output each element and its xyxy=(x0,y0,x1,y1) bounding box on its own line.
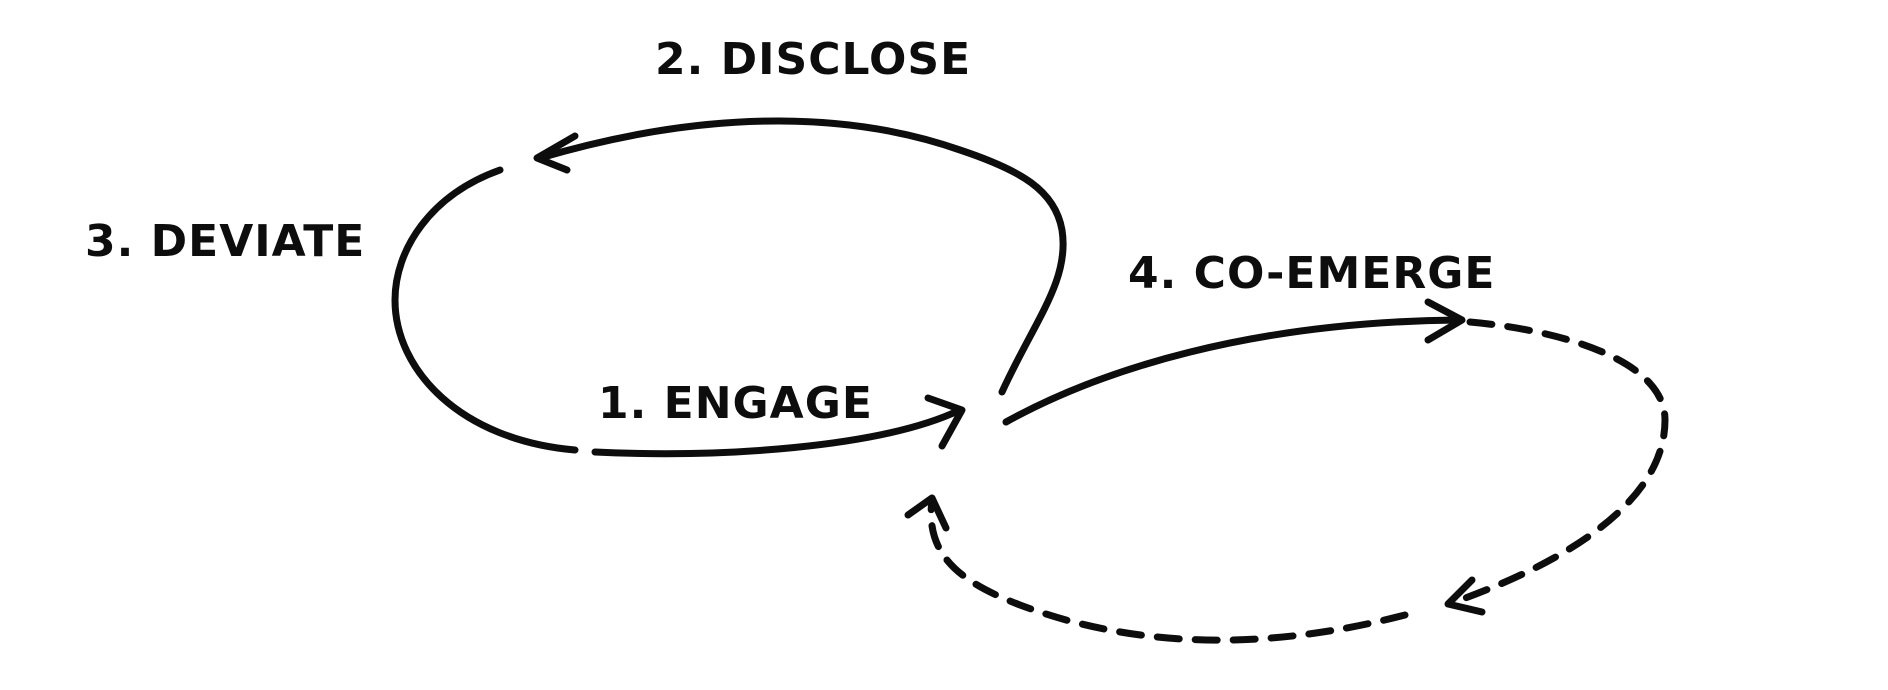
deviate-arc xyxy=(391,166,579,454)
co-emerge-arrow-line xyxy=(1002,316,1462,426)
engage-arrow-line xyxy=(591,406,964,458)
label-deviate: 3. DEVIATE xyxy=(85,216,365,267)
label-disclose: 2. DISCLOSE xyxy=(655,34,971,85)
dashed-loop-right xyxy=(1456,318,1669,604)
label-co-emerge: 4. CO-EMERGE xyxy=(1128,248,1495,299)
disclose-arc xyxy=(536,117,1067,396)
disclose-arrowhead xyxy=(533,132,579,174)
co-emerge-arrowhead xyxy=(1424,298,1466,344)
dashed-loop-arrowhead-top xyxy=(904,494,950,532)
dashed-return-loop xyxy=(904,318,1669,644)
dashed-loop-bottom xyxy=(927,496,1409,644)
label-engage: 1. ENGAGE xyxy=(598,378,873,429)
engage-arrowhead xyxy=(924,394,966,450)
dashed-loop-arrowhead-bottom xyxy=(1444,576,1486,616)
cycle-loop xyxy=(391,117,1067,458)
co-emerge-path xyxy=(1002,298,1466,426)
